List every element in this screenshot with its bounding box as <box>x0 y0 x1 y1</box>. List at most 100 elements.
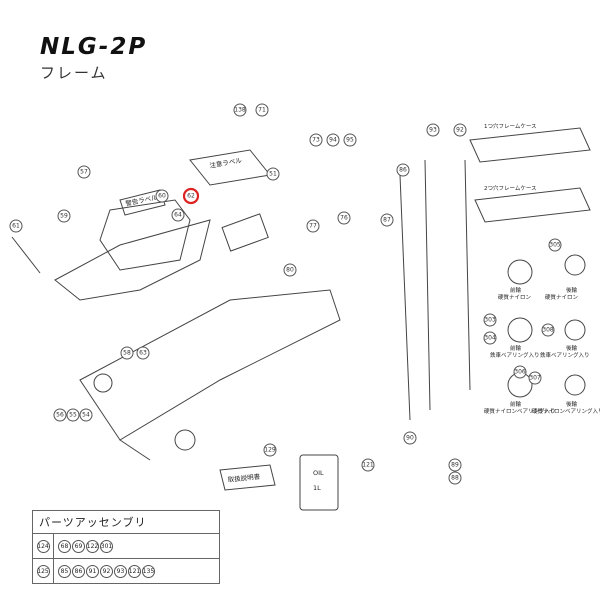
callout-56: 56 <box>53 408 67 422</box>
svg-text:87: 87 <box>383 217 391 224</box>
svg-text:86: 86 <box>399 167 407 174</box>
lifting-arm <box>79 289 341 441</box>
front-nylon-bearing-sub: 硬質ナイロンベアリング入り <box>484 407 556 415</box>
part-91: 91 <box>86 564 99 578</box>
callout-307: 307 <box>528 371 542 385</box>
svg-text:56: 56 <box>56 412 64 419</box>
callout-88: 88 <box>448 471 462 485</box>
callout-306: 306 <box>513 365 527 379</box>
cylinder <box>221 213 269 252</box>
rear-nylon-label: 後輪 <box>566 286 578 294</box>
callout-64: 64 <box>171 208 185 222</box>
front-nylon-bearing-label: 前輪 <box>510 400 522 408</box>
case-1-label: 1つ穴フレームケース <box>484 122 537 130</box>
callout-57: 57 <box>77 165 91 179</box>
callout-59: 59 <box>57 209 71 223</box>
part-86: 86 <box>72 564 85 578</box>
rear-wheel-steel <box>564 319 586 341</box>
callout-51: 51 <box>266 167 280 181</box>
callout-308: 308 <box>541 323 555 337</box>
callout-62-highlighted: 62 <box>182 187 200 205</box>
callout-63: 63 <box>136 346 150 360</box>
svg-text:94: 94 <box>329 137 337 144</box>
assembly-row-125: 125 85 86 91 92 93 121 135 <box>33 559 219 583</box>
rear-nylon-sub: 硬質ナイロン <box>545 293 579 301</box>
part-85: 85 <box>58 564 71 578</box>
case-1-plate <box>469 127 591 163</box>
oil-text: OIL <box>313 469 324 477</box>
svg-text:73: 73 <box>312 137 320 144</box>
part-301: 301 <box>100 539 113 553</box>
callout-86: 86 <box>396 163 410 177</box>
callout-129: 129 <box>263 443 277 457</box>
rear-wheel-nylon <box>564 254 586 276</box>
svg-text:77: 77 <box>309 223 317 230</box>
rear-wheel-nylon-bearing <box>564 374 586 396</box>
svg-text:55: 55 <box>69 412 77 419</box>
callout-95: 95 <box>343 133 357 147</box>
assembly-header: パーツアッセンブリ <box>33 511 219 534</box>
front-steel-sub: 鉄車ベアリング入り <box>490 351 540 359</box>
callout-71: 71 <box>255 103 269 117</box>
callout-138: 138 <box>233 103 247 117</box>
front-steel-label: 前輪 <box>510 344 522 352</box>
front-wheel-right <box>174 429 196 451</box>
manual-text: 取扱説明書 <box>227 472 261 484</box>
svg-text:138: 138 <box>234 107 246 114</box>
case-2-label: 2つ穴フレームケース <box>484 184 537 192</box>
case-2-plate <box>474 187 591 223</box>
handle-bar <box>11 236 41 274</box>
callout-61: 61 <box>9 219 23 233</box>
front-wheel-nylon <box>507 259 533 285</box>
callout-303: 303 <box>483 313 497 327</box>
svg-text:76: 76 <box>340 215 348 222</box>
part-135: 135 <box>142 564 155 578</box>
svg-text:95: 95 <box>346 137 354 144</box>
svg-text:62: 62 <box>187 193 195 200</box>
svg-text:308: 308 <box>542 327 554 334</box>
svg-text:88: 88 <box>451 475 459 482</box>
callout-121: 121 <box>361 458 375 472</box>
callout-304: 304 <box>483 331 497 345</box>
parts-assembly-table: パーツアッセンブリ 124 68 69 122 301 125 85 86 91… <box>32 510 220 584</box>
front-wheel-steel <box>507 317 533 343</box>
rear-nylon-bearing-sub: 硬質ナイロンベアリング入り <box>532 407 600 415</box>
part-69: 69 <box>72 539 85 553</box>
callout-94: 94 <box>326 133 340 147</box>
main-frame <box>54 219 211 301</box>
assembly-key-124: 124 <box>36 539 50 553</box>
svg-text:63: 63 <box>139 350 147 357</box>
svg-text:306: 306 <box>514 369 526 376</box>
callout-77: 77 <box>306 219 320 233</box>
svg-text:54: 54 <box>82 412 90 419</box>
part-93: 93 <box>114 564 127 578</box>
svg-text:305: 305 <box>549 242 561 249</box>
manual-book <box>219 464 276 491</box>
svg-text:303: 303 <box>484 317 496 324</box>
part-92: 92 <box>100 564 113 578</box>
callout-89: 89 <box>448 458 462 472</box>
svg-text:59: 59 <box>60 213 68 220</box>
svg-text:51: 51 <box>269 171 277 178</box>
callout-93: 93 <box>426 123 440 137</box>
svg-text:129: 129 <box>264 447 276 454</box>
rear-nylon-bearing-label: 後輪 <box>566 400 578 408</box>
svg-text:58: 58 <box>123 350 131 357</box>
svg-text:90: 90 <box>406 435 414 442</box>
svg-text:93: 93 <box>429 127 437 134</box>
callout-58: 58 <box>120 346 134 360</box>
warning-sticker <box>189 149 271 186</box>
callout-92: 92 <box>453 123 467 137</box>
callout-73: 73 <box>309 133 323 147</box>
oil-bottle <box>299 454 339 511</box>
warning-sticker-2 <box>119 189 166 216</box>
svg-text:71: 71 <box>258 107 266 114</box>
front-nylon-sub: 硬質ナイロン <box>498 293 532 301</box>
part-68: 68 <box>58 539 71 553</box>
lever-rod <box>424 159 431 411</box>
svg-text:121: 121 <box>362 462 374 469</box>
svg-text:57: 57 <box>80 169 88 176</box>
warning-sticker-text: 注意ラベル <box>209 155 243 170</box>
callout-54: 54 <box>79 408 93 422</box>
